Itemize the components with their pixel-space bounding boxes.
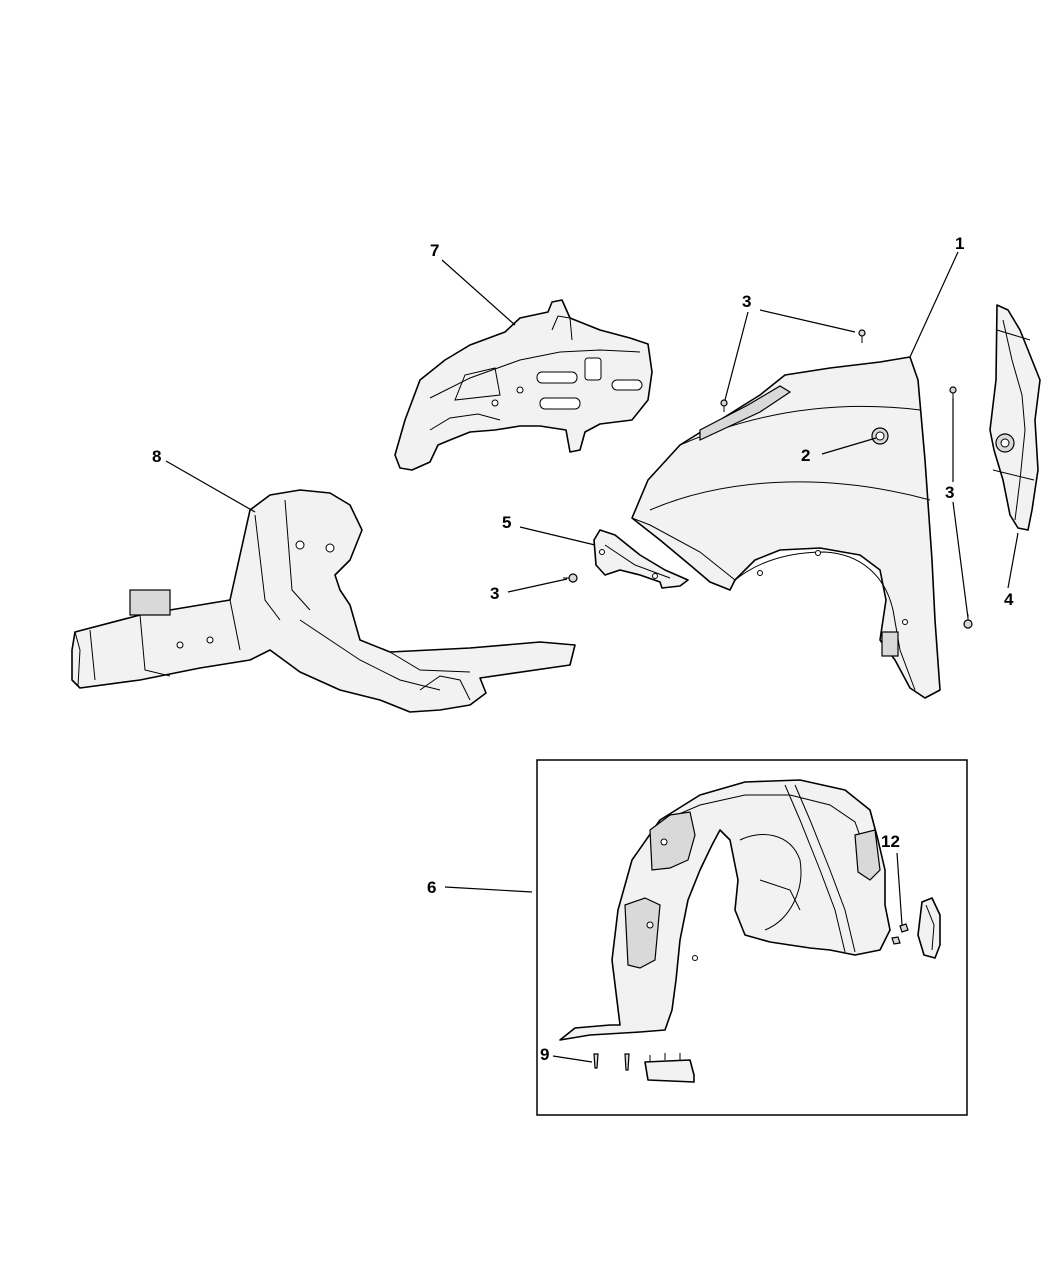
callout-3-right: 3 [945, 483, 954, 502]
callout-12: 12 [881, 832, 900, 851]
callout-4: 4 [1004, 590, 1014, 609]
apron-reinforcement-part [394, 299, 653, 471]
splash-shield-right [917, 897, 941, 959]
callout-labels: 1 2 3 3 3 4 5 6 7 8 9 12 [152, 234, 1014, 1064]
screw-fender-left [720, 399, 728, 412]
fender-support-bracket-part [593, 529, 689, 589]
frame-rail-part [71, 489, 576, 713]
inset-frame [536, 759, 968, 1116]
screw-right-top [949, 386, 957, 399]
callout-9: 9 [540, 1045, 549, 1064]
callout-1: 1 [955, 234, 964, 253]
callout-3-top: 3 [742, 292, 751, 311]
callout-5: 5 [502, 513, 511, 532]
wheelhouse-liner-part [559, 779, 891, 1041]
leader-lines [165, 251, 1019, 1063]
fender-bracket-part [989, 304, 1041, 531]
screw-bracket [563, 573, 578, 583]
front-fender-part [631, 356, 941, 699]
callout-6: 6 [427, 878, 436, 897]
splash-shield-lower [644, 1053, 695, 1083]
push-pin-fasteners [593, 923, 909, 1071]
callout-3-left: 3 [490, 584, 499, 603]
callout-2: 2 [801, 446, 810, 465]
screw-top [858, 329, 866, 343]
callout-8: 8 [152, 447, 161, 466]
fastener-screws [563, 329, 973, 629]
callout-7: 7 [430, 241, 439, 260]
